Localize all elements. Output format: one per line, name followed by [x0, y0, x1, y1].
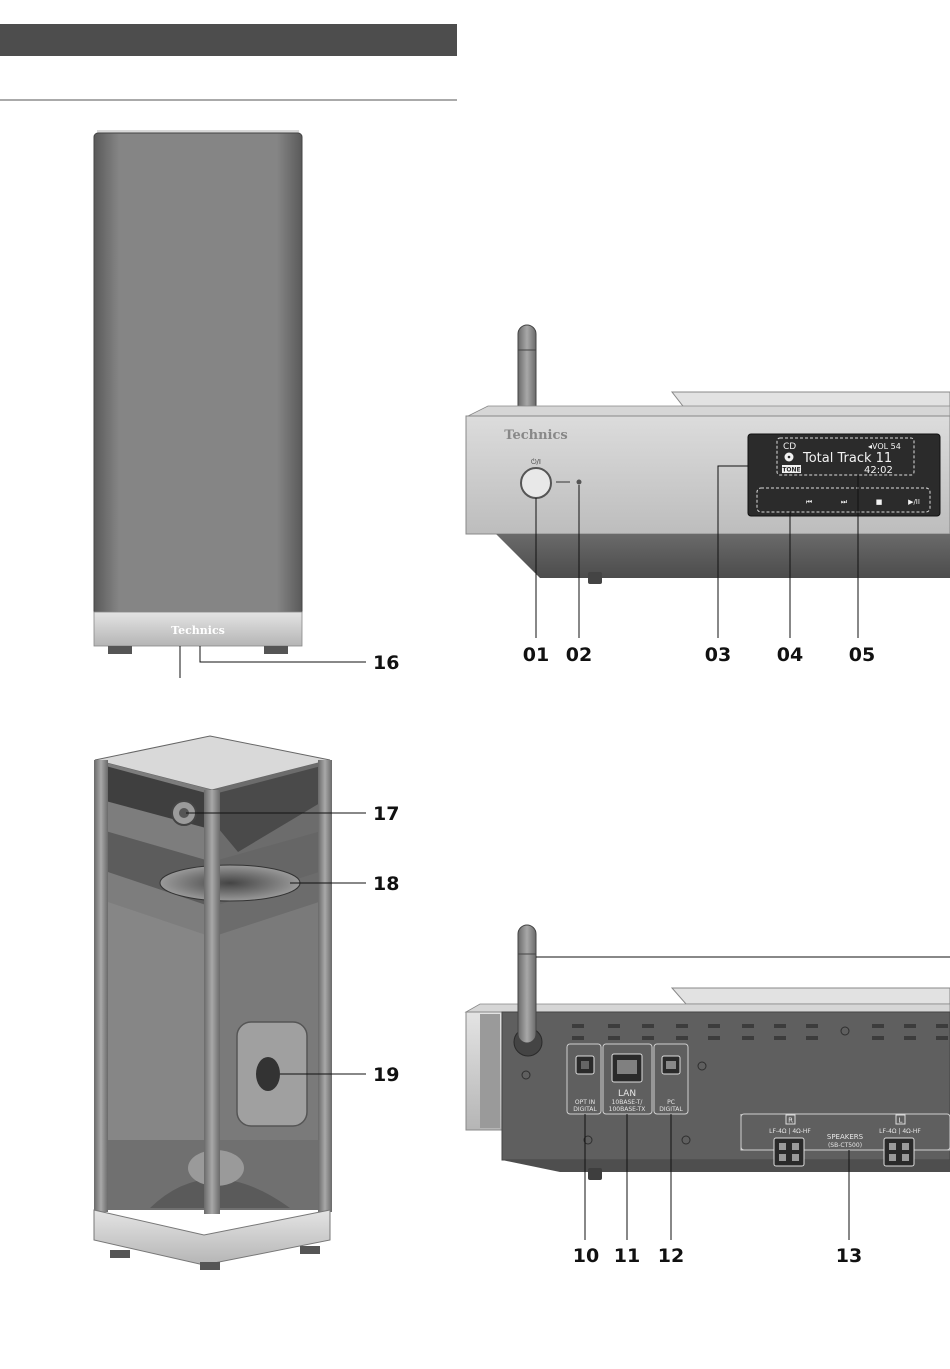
- prev-track-button[interactable]: ⏮: [806, 498, 812, 506]
- main-unit-front-view: Technics ⏻/I CD ◂VOL 54 Total Track 11 T…: [466, 325, 950, 638]
- speaker-front-view: Technics: [94, 130, 366, 678]
- callout-11: 11: [614, 1245, 640, 1267]
- callout-19: 19: [373, 1064, 399, 1086]
- callout-17: 17: [373, 803, 399, 825]
- power-indicator: [577, 480, 582, 485]
- section-header-bar: [0, 24, 457, 56]
- display-source: CD: [783, 442, 796, 452]
- speaker-terminal-r[interactable]: [774, 1138, 804, 1166]
- callout-10: 10: [573, 1245, 599, 1267]
- speaker-brand-logo: Technics: [171, 624, 225, 637]
- power-button[interactable]: [521, 468, 551, 498]
- play-pause-button[interactable]: ▶/II: [908, 498, 920, 506]
- callout-12: 12: [658, 1245, 684, 1267]
- speakers-label: SPEAKERS: [827, 1133, 864, 1141]
- lan-spec-label-2: 100BASE-TX: [609, 1106, 646, 1113]
- speakers-model-label: (SB-CT500): [828, 1142, 862, 1149]
- callout-18: 18: [373, 873, 399, 895]
- callout-16: 16: [373, 652, 399, 674]
- speaker-l-impedance: LF-4Ω | 4Ω-HF: [879, 1128, 921, 1135]
- callout-05: 05: [849, 644, 875, 666]
- callout-03: 03: [705, 644, 731, 666]
- opt-in-digital-label: DIGITAL: [573, 1106, 597, 1113]
- woofer-unit: [160, 865, 300, 901]
- callout-04: 04: [777, 644, 803, 666]
- unit-brand-logo: Technics: [504, 428, 567, 443]
- display-volume: ◂VOL 54: [868, 442, 901, 451]
- pc-label: PC: [667, 1099, 675, 1106]
- main-unit-rear-view: OPT IN DIGITAL LAN 10BASE-T/ 100BASE-TX …: [466, 925, 950, 1240]
- next-track-button[interactable]: ⏭: [841, 498, 848, 506]
- lan-label: LAN: [618, 1089, 636, 1099]
- callout-02: 02: [566, 644, 592, 666]
- speaker-terminal-l[interactable]: [884, 1138, 914, 1166]
- speaker-r-impedance: LF-4Ω | 4Ω-HF: [769, 1128, 811, 1135]
- callout-01: 01: [523, 644, 549, 666]
- pc-digital-label: DIGITAL: [659, 1106, 683, 1113]
- display-time: 42:02: [864, 465, 893, 476]
- opt-in-label: OPT IN: [575, 1099, 595, 1106]
- power-symbol: ⏻/I: [531, 458, 541, 466]
- lan-spec-label: 10BASE-T/: [612, 1099, 644, 1106]
- speaker-l-label: L: [899, 1117, 903, 1125]
- display-track: Total Track 11: [802, 451, 892, 466]
- speaker-r-label: R: [788, 1117, 793, 1125]
- speaker-angled-view: [94, 736, 366, 1270]
- display-tone: TONE: [782, 467, 800, 474]
- callout-13: 13: [836, 1245, 862, 1267]
- stop-button[interactable]: ■: [876, 498, 883, 506]
